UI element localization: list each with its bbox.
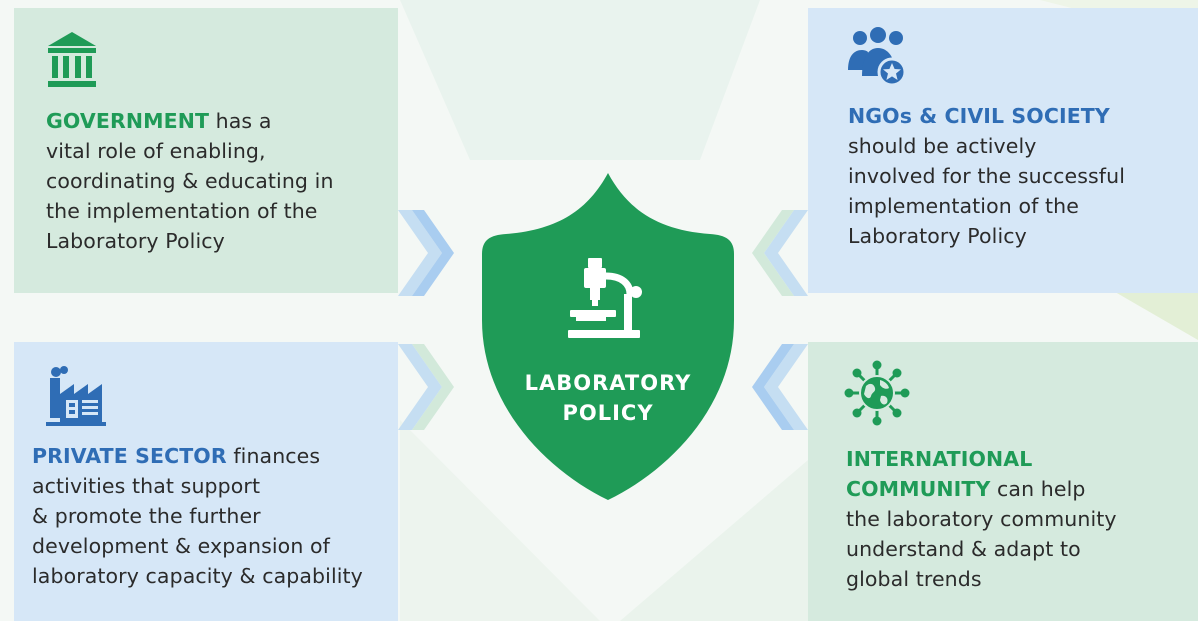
private-line-4: development & expansion of <box>32 534 330 558</box>
government-card: GOVERNMENT has a vital role of enabling,… <box>14 8 398 293</box>
government-line-3: coordinating & educating in <box>46 169 334 193</box>
ngo-description: NGOs & CIVIL SOCIETY should be actively … <box>848 101 1125 251</box>
international-community-card: INTERNATIONAL COMMUNITY can help the lab… <box>808 342 1198 621</box>
people-group-icon <box>846 26 910 92</box>
international-line-5: global trends <box>846 567 982 591</box>
private-line-3: & promote the further <box>32 504 261 528</box>
government-building-icon <box>44 30 100 94</box>
private-line-1: PRIVATE SECTOR finances <box>32 441 363 471</box>
private-line-2: activities that support <box>32 474 261 498</box>
ngo-line-5: Laboratory Policy <box>848 224 1027 248</box>
ngo-line-2: should be actively <box>848 134 1037 158</box>
center-label-line-2: POLICY <box>562 401 654 425</box>
factory-icon <box>44 364 108 432</box>
government-line-4: the implementation of the <box>46 199 318 223</box>
government-keyword: GOVERNMENT <box>46 109 210 133</box>
international-keyword-1: INTERNATIONAL <box>846 447 1033 471</box>
laboratory-policy-shield: LABORATORY POLICY <box>476 170 740 503</box>
ngo-card: NGOs & CIVIL SOCIETY should be actively … <box>808 8 1198 293</box>
ngo-line-4: implementation of the <box>848 194 1079 218</box>
ngo-line-3: involved for the successful <box>848 164 1125 188</box>
bg-shape-bottom-left <box>400 420 600 621</box>
bg-shape-top <box>400 0 760 160</box>
government-line-1-rest: has a <box>209 109 272 133</box>
government-line-2: vital role of enabling, <box>46 139 266 163</box>
international-line-3: the laboratory community <box>846 507 1117 531</box>
private-sector-card: PRIVATE SECTOR finances activities that … <box>14 342 398 621</box>
microscope-icon <box>568 258 642 338</box>
double-chevron-icon <box>398 344 454 430</box>
government-description: GOVERNMENT has a vital role of enabling,… <box>46 106 334 256</box>
center-label-line-1: LABORATORY <box>524 371 692 395</box>
international-line-4: understand & adapt to <box>846 537 1081 561</box>
private-line-5: laboratory capacity & capability <box>32 564 363 588</box>
double-chevron-icon <box>398 210 454 296</box>
international-keyword-2: COMMUNITY <box>846 477 991 501</box>
double-chevron-icon <box>752 210 808 296</box>
globe-network-icon <box>844 360 910 430</box>
private-sector-description: PRIVATE SECTOR finances activities that … <box>32 441 363 591</box>
ngo-keyword: NGOs & CIVIL SOCIETY <box>848 104 1110 128</box>
government-line-1: GOVERNMENT has a <box>46 106 334 136</box>
private-keyword: PRIVATE SECTOR <box>32 444 227 468</box>
double-chevron-icon <box>752 344 808 430</box>
international-line-2-rest: can help <box>990 477 1086 501</box>
international-description: INTERNATIONAL COMMUNITY can help the lab… <box>846 444 1117 594</box>
government-line-5: Laboratory Policy <box>46 229 225 253</box>
international-line-2: COMMUNITY can help <box>846 474 1117 504</box>
private-line-1-rest: finances <box>226 444 321 468</box>
bg-shape-bottom-right <box>620 460 808 621</box>
